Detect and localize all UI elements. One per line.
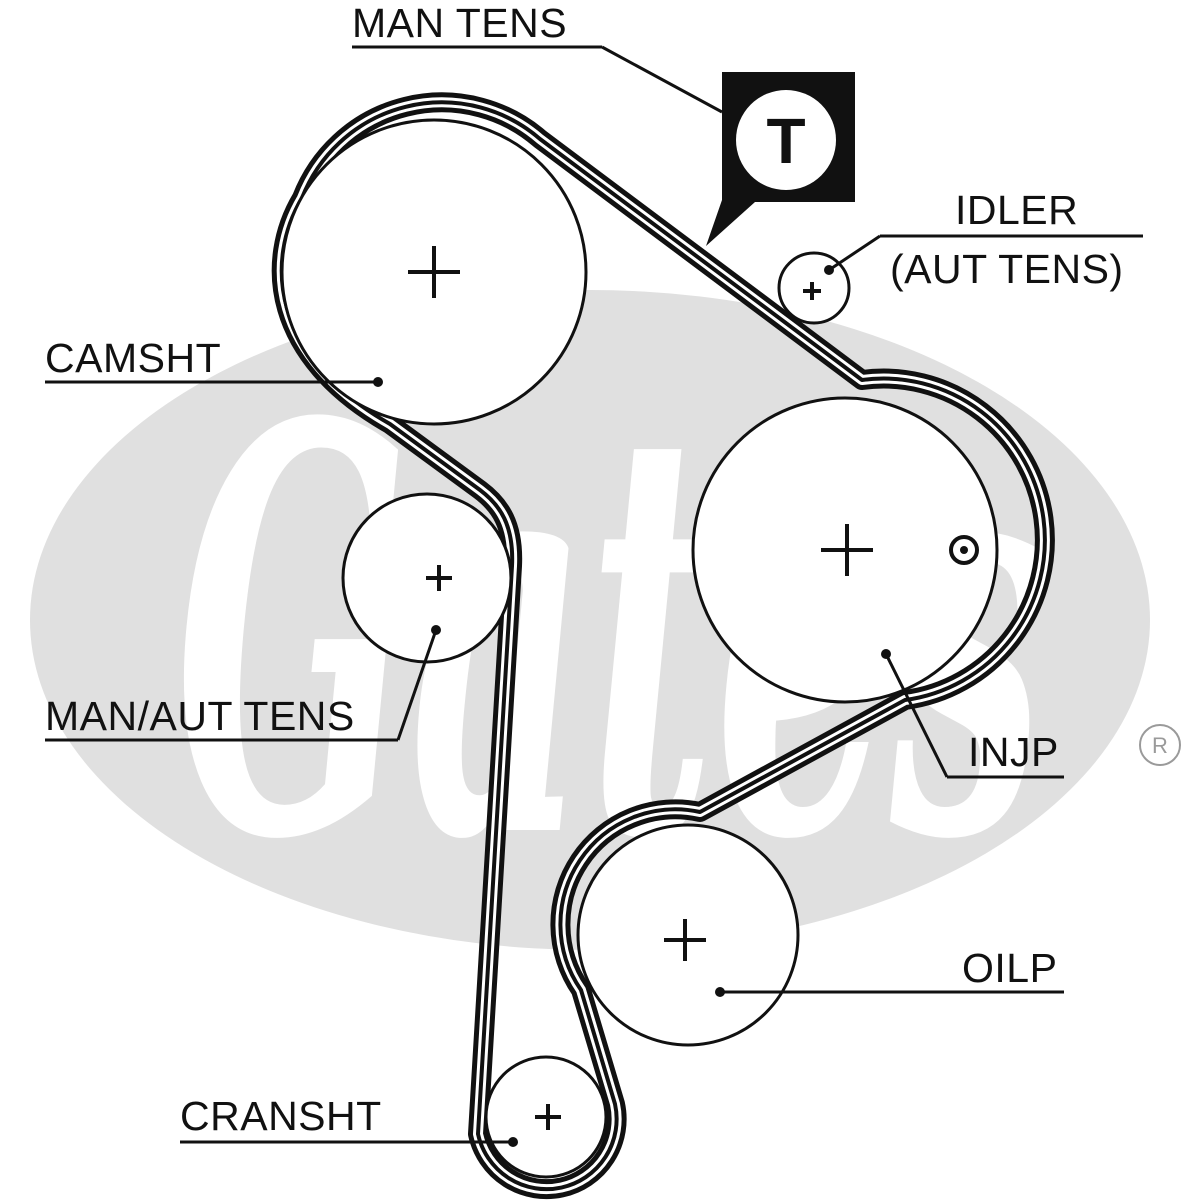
registered-mark-letter: R	[1152, 733, 1168, 758]
man-aut-tens-leader-line	[396, 629, 438, 741]
cransht-leader-dot	[508, 1137, 518, 1147]
plus-center-mark-icon	[664, 919, 706, 961]
injp-label: INJP	[968, 729, 1059, 775]
oilp-label: OILP	[962, 945, 1057, 991]
idler-leader-line	[828, 234, 881, 272]
idler-leader-dot	[824, 265, 834, 275]
man-aut-tens-label: MAN/AUT TENS	[45, 693, 355, 739]
pulley-oilp	[576, 823, 800, 1047]
injp-leader-line	[884, 653, 949, 778]
cransht-label: CRANSHT	[180, 1093, 382, 1139]
man-tens-label: MAN TENS	[352, 0, 567, 46]
man-aut-tens-leader-dot	[431, 625, 441, 635]
man-tens-leader-line	[601, 45, 723, 114]
idler-label-line2: (AUT TENS)	[890, 246, 1124, 292]
injp-leader-dot	[881, 649, 891, 659]
pulley-man-aut-tens	[341, 492, 513, 664]
plus-center-mark-icon	[426, 565, 452, 591]
manual-tensioner-badge-icon: T	[706, 72, 855, 246]
pulley-injp	[691, 396, 999, 704]
oilp-leader-dot	[715, 987, 725, 997]
label-cransht: CRANSHT	[180, 1093, 518, 1147]
registered-mark-icon	[1139, 724, 1181, 766]
plus-center-mark-icon	[535, 1104, 561, 1130]
plus-center-mark-icon	[821, 524, 873, 576]
pulley-cransht	[484, 1055, 608, 1179]
label-idler: IDLER (AUT TENS)	[824, 187, 1143, 292]
oilp-pulley-circle	[576, 823, 800, 1047]
plus-center-mark-icon	[803, 282, 821, 300]
idler-label-line1: IDLER	[955, 187, 1078, 233]
label-man-aut-tens: MAN/AUT TENS	[45, 625, 441, 742]
tensioner-letter: T	[766, 105, 805, 177]
pulley-camsht	[280, 118, 588, 426]
camsht-label: CAMSHT	[45, 335, 221, 381]
camsht-leader-dot	[373, 377, 383, 387]
plus-center-mark-icon	[408, 246, 460, 298]
label-camsht: CAMSHT	[45, 335, 383, 387]
label-oilp: OILP	[715, 945, 1064, 997]
label-injp: INJP	[881, 649, 1064, 779]
label-man-tens: MAN TENS	[352, 0, 723, 114]
timing-mark-icon	[949, 535, 979, 565]
timing-belt	[271, 92, 1055, 1200]
